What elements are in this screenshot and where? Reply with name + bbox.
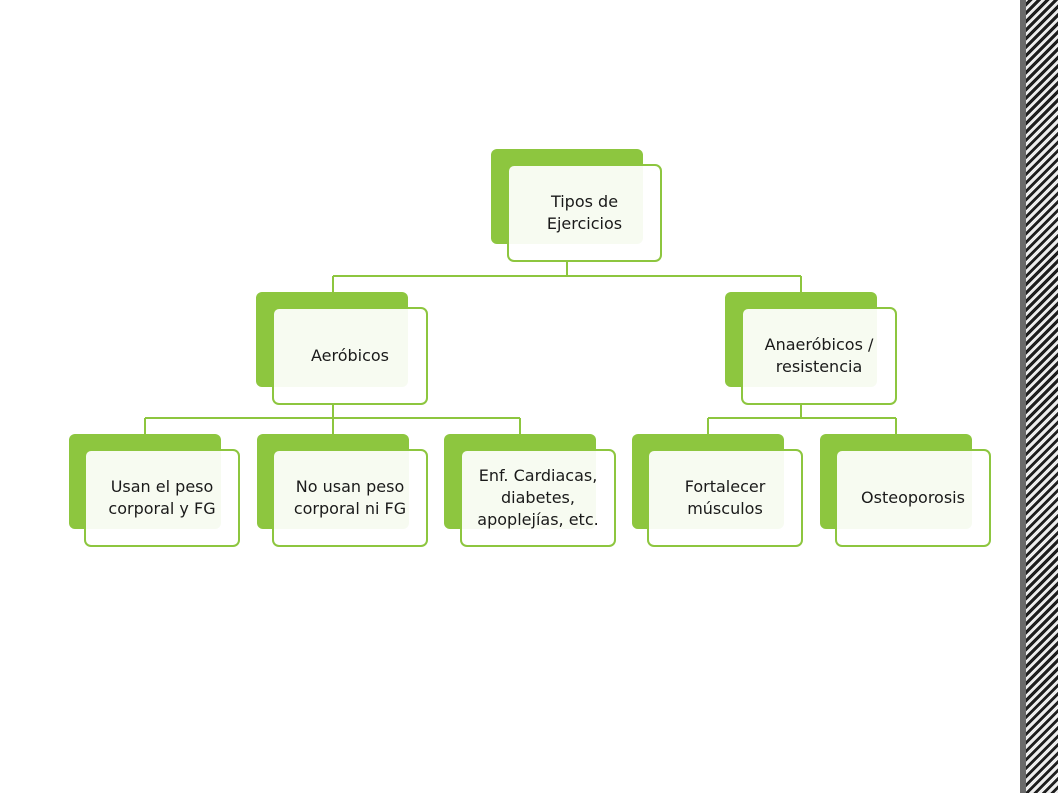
node-child-3-label: Enf. Cardiacas, diabetes, apoplejías, et… [477, 466, 599, 529]
node-aerobicos-box: Aeróbicos [272, 307, 428, 405]
node-anaerobicos-label: Anaeróbicos / resistencia [764, 335, 874, 376]
decorative-edge-pattern [1020, 0, 1058, 793]
node-child-2-box: No usan peso corporal ni FG [272, 449, 428, 547]
node-root-box: Tipos de Ejercicios [507, 164, 662, 262]
node-child-1-box: Usan el peso corporal y FG [84, 449, 240, 547]
node-child-3-box: Enf. Cardiacas, diabetes, apoplejías, et… [460, 449, 616, 547]
node-child-2-label: No usan peso corporal ni FG [293, 477, 407, 518]
node-child-1-label: Usan el peso corporal y FG [108, 477, 216, 518]
node-anaerobicos-box: Anaeróbicos / resistencia [741, 307, 897, 405]
node-child-5-label: Osteoporosis [861, 488, 965, 507]
node-root-label: Tipos de Ejercicios [546, 192, 623, 233]
node-child-5-box: Osteoporosis [835, 449, 991, 547]
node-child-4-box: Fortalecer músculos [647, 449, 803, 547]
node-child-4-label: Fortalecer músculos [684, 477, 766, 518]
node-aerobicos-label: Aeróbicos [310, 346, 390, 365]
